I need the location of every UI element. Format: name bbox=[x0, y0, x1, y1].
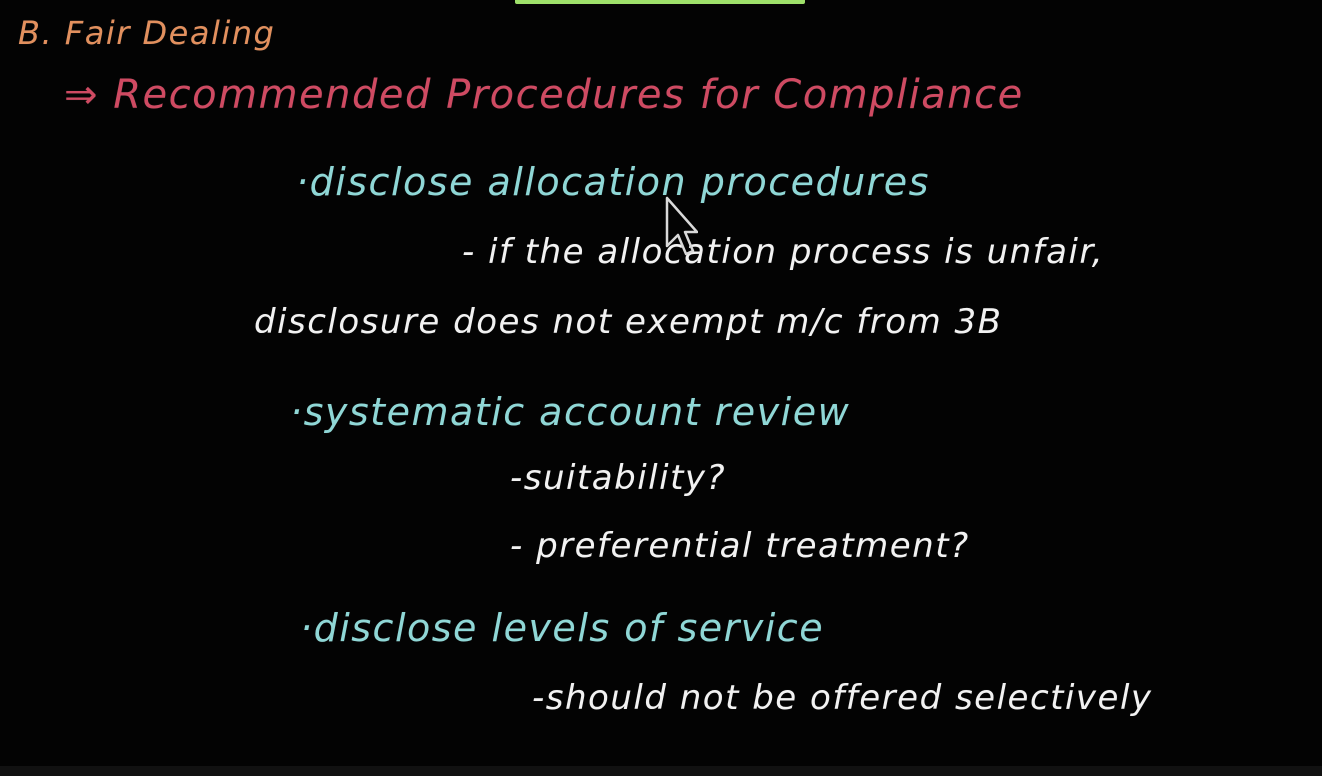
note-not-selective: -should not be offered selectively bbox=[532, 678, 1153, 718]
note-allocation-unfair: - if the allocation process is unfair, bbox=[462, 232, 1105, 272]
section-subheading: ⇒ Recommended Procedures for Compliance bbox=[64, 72, 1024, 118]
bullet-systematic-review: ·systematic account review bbox=[290, 390, 851, 434]
progress-bar-top bbox=[515, 0, 805, 4]
bullet-disclose-allocation: ·disclose allocation procedures bbox=[296, 160, 930, 204]
note-preferential-treatment: - preferential treatment? bbox=[510, 526, 970, 566]
bottom-edge bbox=[0, 766, 1322, 776]
note-suitability: -suitability? bbox=[510, 458, 727, 498]
note-disclosure-exempt: disclosure does not exempt m/c from 3B bbox=[254, 302, 1003, 342]
mouse-pointer-icon bbox=[665, 196, 698, 256]
section-heading: B. Fair Dealing bbox=[18, 14, 276, 52]
bullet-disclose-service-levels: ·disclose levels of service bbox=[300, 606, 825, 650]
